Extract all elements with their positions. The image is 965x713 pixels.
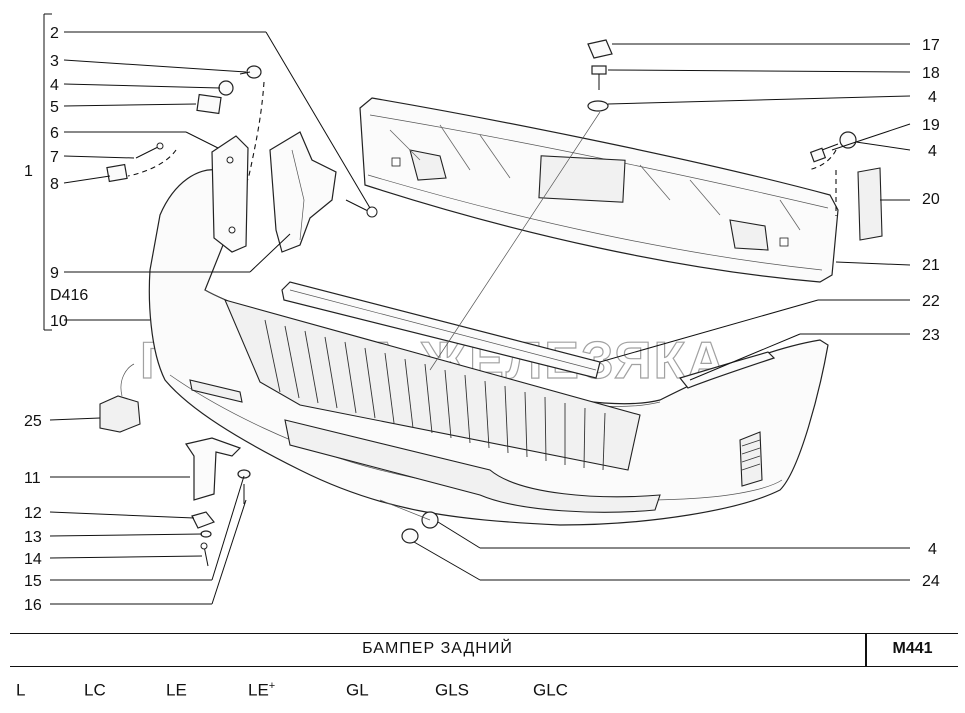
callout-23: 23 [922, 327, 940, 344]
trim-item: LC [84, 680, 106, 700]
bracket-strip [281, 281, 601, 379]
callout-2: 2 [50, 25, 59, 42]
trim-item: L [16, 680, 26, 700]
callout-4-a: 4 [50, 77, 59, 94]
assembly-lines [127, 81, 837, 521]
callout-6: 6 [50, 125, 59, 142]
variant-label: D416 [50, 287, 88, 304]
reinforcement-beam [359, 97, 839, 283]
side-bracket [678, 351, 776, 389]
callout-20: 20 [922, 191, 940, 208]
callout-15: 15 [24, 573, 42, 590]
callout-5: 5 [50, 99, 59, 116]
callout-24: 24 [922, 573, 940, 590]
group-label: 1 [24, 163, 33, 180]
trim-levels: L LC LE LE+ GL GLS GLC [0, 680, 965, 710]
trim-item: LE [166, 680, 187, 700]
callout-25: 25 [24, 413, 42, 430]
callouts-left: 2 3 4 5 6 7 8 9 D416 10 25 11 12 13 14 1… [24, 25, 88, 614]
grille-slats [264, 319, 606, 471]
side-mount [211, 135, 249, 253]
callout-18: 18 [922, 65, 940, 82]
trim-item: GLC [533, 680, 568, 700]
callout-4-c: 4 [928, 143, 937, 160]
title-divider [865, 634, 867, 666]
parking-sensor [99, 363, 141, 433]
diagram-title: БАМПЕР ЗАДНИЙ [362, 640, 513, 657]
fasteners [106, 39, 857, 567]
callout-17: 17 [922, 37, 940, 54]
trim-item: GLS [435, 680, 470, 700]
callout-11: 11 [24, 470, 41, 487]
callout-4-d: 4 [928, 541, 937, 558]
trim-item: LE+ [248, 680, 276, 700]
callout-16: 16 [24, 597, 42, 614]
bumper-cover [148, 169, 829, 526]
callout-13: 13 [24, 529, 42, 546]
callout-14: 14 [24, 551, 42, 568]
callout-19: 19 [922, 117, 940, 134]
diagram-code: M441 [892, 640, 933, 657]
callout-7: 7 [50, 149, 59, 166]
trim-item: GL [346, 680, 369, 700]
callout-22: 22 [922, 293, 940, 310]
callout-12: 12 [24, 505, 42, 522]
callout-4-b: 4 [928, 89, 937, 106]
callout-9: 9 [50, 265, 59, 282]
callout-10: 10 [50, 313, 68, 330]
leader-lines [49, 31, 911, 605]
callouts-right: 17 18 4 19 4 20 21 22 23 4 24 [922, 37, 940, 590]
exploded-parts-diagram: ПЛАНЕТА ЖЕЛЕЗЯКА 1 [24, 13, 940, 614]
callout-8: 8 [50, 176, 59, 193]
callout-21: 21 [922, 257, 940, 274]
license-pad [857, 167, 883, 241]
air-deflector [269, 131, 337, 253]
callout-3: 3 [50, 53, 59, 70]
group-bracket [43, 13, 52, 331]
title-bar: БАМПЕР ЗАДНИЙ M441 [10, 633, 958, 667]
